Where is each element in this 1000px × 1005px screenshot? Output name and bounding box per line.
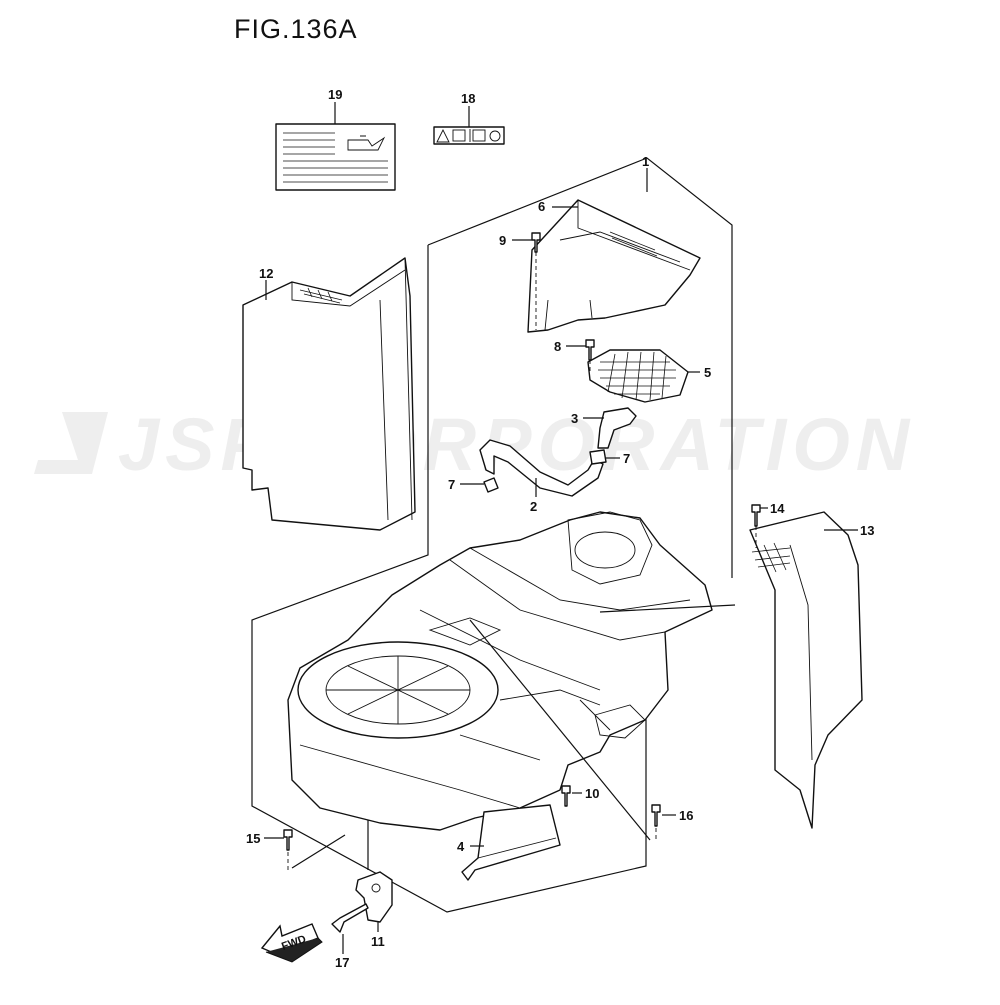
callout-8: 8: [554, 339, 561, 354]
callout-4: 4: [457, 839, 465, 854]
svg-text:JSP CORPORATION: JSP CORPORATION: [118, 403, 915, 486]
callout-9: 9: [499, 233, 506, 248]
right-shroud-part: [749, 511, 863, 829]
oil-label-part: [275, 123, 396, 191]
oil-can-icon: [347, 135, 386, 151]
left-shroud-part: [242, 257, 416, 531]
screen-part: [587, 349, 689, 403]
callout-3: 3: [571, 411, 578, 426]
callout-18: 18: [461, 91, 475, 106]
upper-cover-part: [527, 199, 701, 333]
callout-16: 16: [679, 808, 693, 823]
callout-numbers: 19 18 1 6 9 8 5 3 7 7 2 12 14 13 4 10 16…: [246, 87, 874, 970]
callout-1: 1: [642, 154, 649, 169]
leader-lines: [264, 102, 858, 954]
hose-part: [479, 439, 607, 497]
main-case-part: [287, 511, 713, 831]
screw-14-part: [751, 504, 761, 527]
callout-10: 10: [585, 786, 599, 801]
screw-16-part: [651, 804, 661, 827]
callout-14: 14: [770, 501, 785, 516]
watermark: JSP CORPORATION: [34, 403, 915, 486]
watermark-logo-icon: [34, 412, 108, 474]
screw-9-part: [531, 232, 541, 253]
callout-5: 5: [704, 365, 711, 380]
callout-13: 13: [860, 523, 874, 538]
callout-7-lower: 7: [448, 477, 455, 492]
screw-8-part: [585, 339, 595, 361]
callout-11: 11: [371, 934, 385, 949]
assembly-outline: [251, 157, 733, 913]
fitting-part: [597, 407, 637, 449]
callout-17: 17: [335, 955, 349, 970]
figure-title: FIG.136A: [234, 14, 358, 44]
callout-7-upper: 7: [623, 451, 630, 466]
warning-label-part: [433, 126, 505, 145]
bolt-17-part: [331, 903, 369, 933]
screw-15-part: [283, 829, 293, 851]
fwd-arrow-icon: FWD: [260, 923, 323, 963]
callout-2: 2: [530, 499, 537, 514]
callout-6: 6: [538, 199, 545, 214]
lower-bracket-part: [461, 804, 561, 881]
callout-12: 12: [259, 266, 273, 281]
warning-triangle-icon: [436, 128, 450, 143]
callout-19: 19: [328, 87, 342, 102]
screw-10-part: [561, 785, 571, 807]
callout-15: 15: [246, 831, 260, 846]
clamp-bracket-part: [355, 871, 393, 923]
